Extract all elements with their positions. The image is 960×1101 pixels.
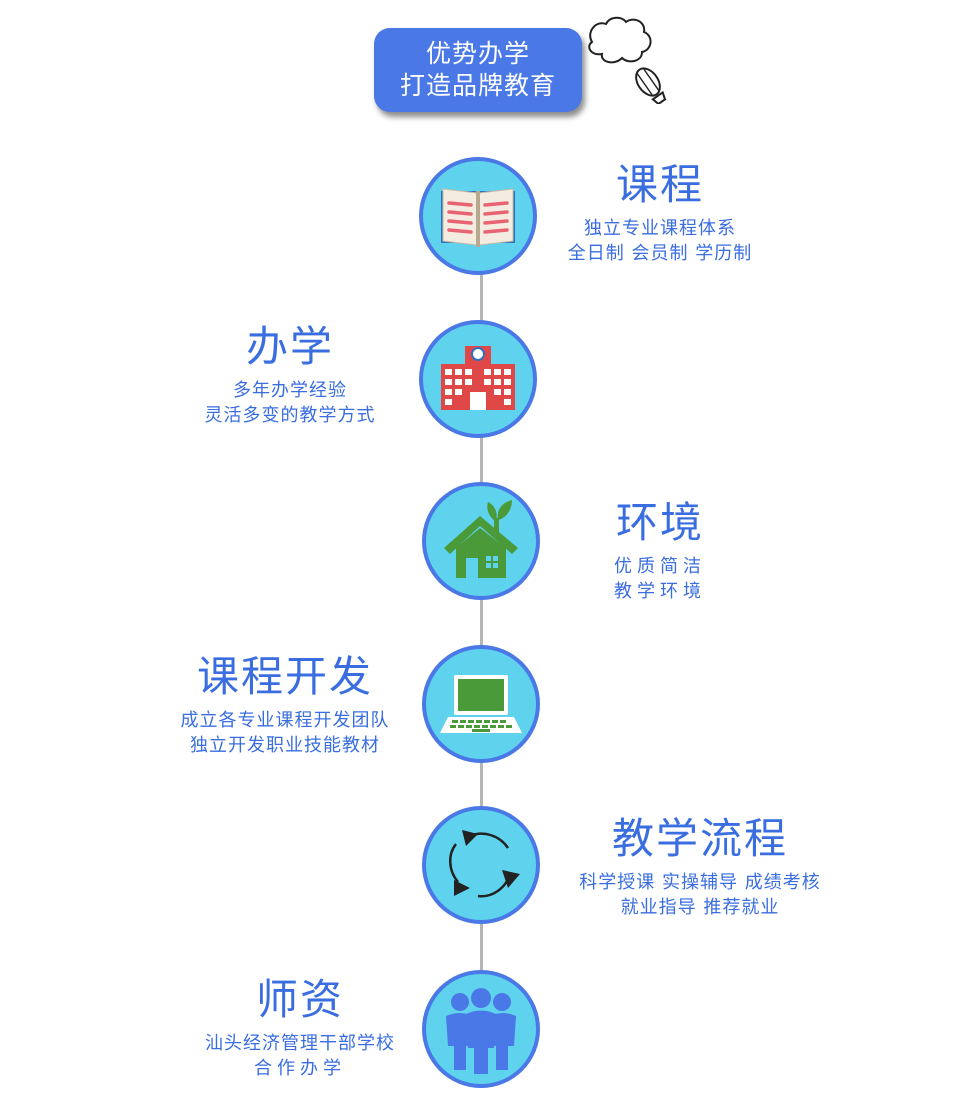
item-desc-1: 成立各专业课程开发团队 (180, 710, 390, 731)
item-desc-1: 独立专业课程体系 (584, 218, 736, 239)
item-title: 师资 (255, 975, 344, 1024)
item-school: 办学 多年办学经验 灵活多变的教学方式 (190, 322, 390, 428)
timeline-connector (480, 200, 483, 1040)
item-desc-2: 全日制 会员制 学历制 (567, 243, 753, 264)
item-desc-2: 教学环境 (614, 581, 706, 602)
cycle-arrows-icon (449, 830, 520, 898)
item-course: 课程 独立专业课程体系 全日制 会员制 学历制 (560, 160, 760, 266)
item-title: 办学 (245, 322, 334, 371)
title-line-2: 打造品牌教育 (399, 71, 556, 100)
hot-air-balloon-icon (588, 16, 667, 104)
people-group-icon (446, 988, 516, 1074)
item-desc-2: 合作办学 (254, 1058, 346, 1079)
item-desc-1: 多年办学经验 (233, 380, 347, 401)
item-title: 课程 (615, 160, 704, 209)
title-line-1: 优势办学 (425, 39, 530, 68)
green-house-icon (444, 500, 518, 578)
item-desc-2: 独立开发职业技能教材 (190, 735, 380, 756)
item-title: 教学流程 (611, 814, 788, 863)
node-teachers (422, 970, 540, 1088)
open-book-icon (441, 188, 515, 247)
item-title: 环境 (615, 498, 704, 547)
node-course (419, 157, 537, 275)
item-desc-1: 科学授课 实操辅导 成绩考核 (579, 872, 821, 893)
item-teaching-flow: 教学流程 科学授课 实操辅导 成绩考核 就业指导 推荐就业 (550, 814, 850, 920)
item-course-dev: 课程开发 成立各专业课程开发团队 独立开发职业技能教材 (155, 652, 415, 758)
school-building-icon (441, 346, 515, 410)
title-banner: 优势办学 打造品牌教育 (374, 28, 582, 112)
laptop-icon (440, 675, 522, 733)
node-environment (422, 482, 540, 600)
node-school (419, 320, 537, 438)
item-environment: 环境 优质简洁 教学环境 (560, 498, 760, 604)
item-desc-1: 优质简洁 (614, 556, 706, 577)
item-teachers: 师资 汕头经济管理干部学校 合作办学 (190, 975, 410, 1081)
item-desc-2: 就业指导 推荐就业 (620, 897, 780, 918)
item-title: 课程开发 (196, 652, 373, 701)
node-teaching-flow (422, 806, 540, 924)
node-course-dev (422, 645, 540, 763)
item-desc-1: 汕头经济管理干部学校 (205, 1033, 395, 1054)
item-desc-2: 灵活多变的教学方式 (204, 405, 376, 426)
